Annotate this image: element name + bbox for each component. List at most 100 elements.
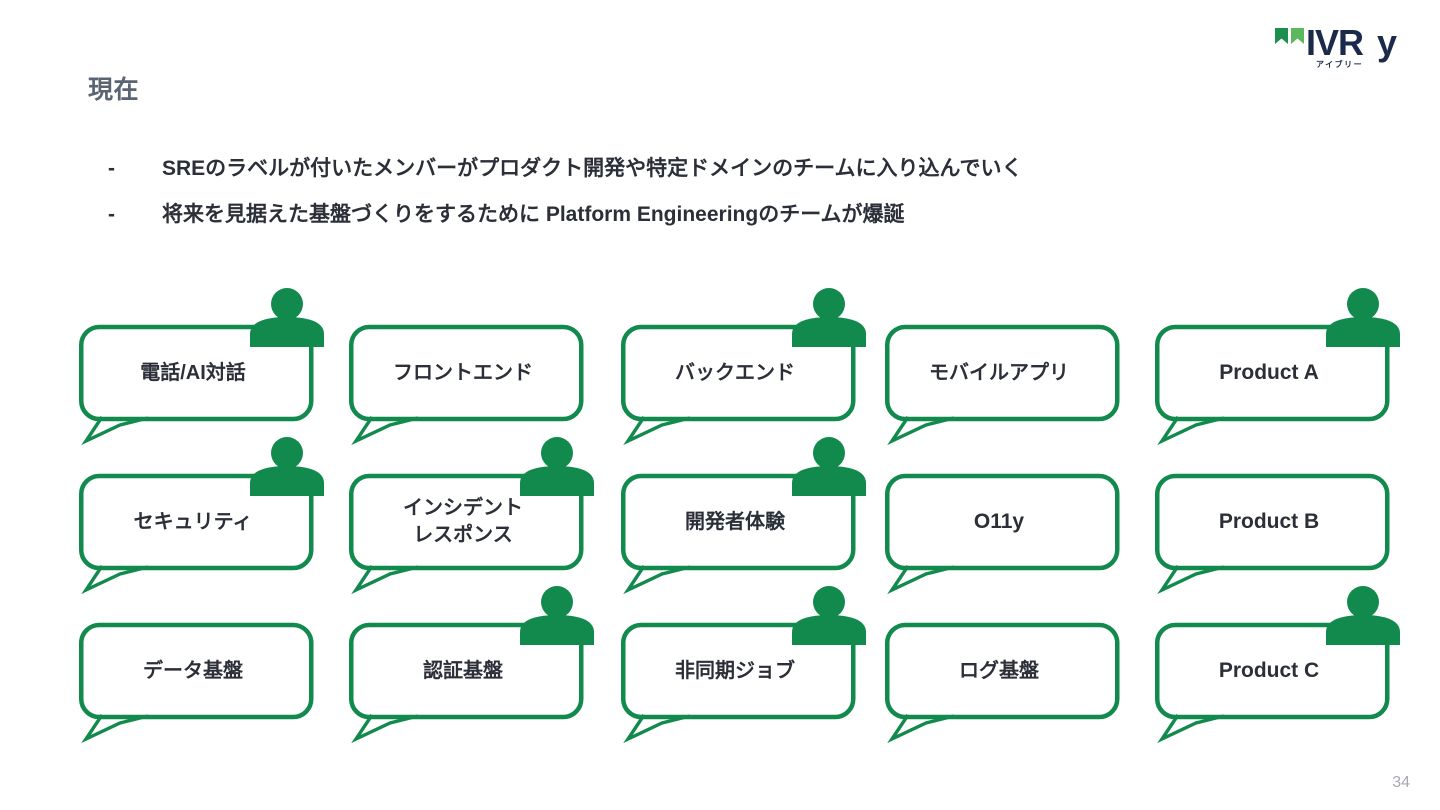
- bubble-tail: [351, 416, 419, 446]
- svg-text:y: y: [1377, 22, 1397, 63]
- avatar-shoulders: [792, 317, 866, 347]
- avatar-shoulders: [1326, 317, 1400, 347]
- team-bubble-card[interactable]: 電話/AI対話: [78, 287, 324, 446]
- bubble-body: [79, 324, 314, 422]
- ivry-logo: IVR y アイブリー: [1272, 22, 1412, 72]
- bubble-tail: [1157, 714, 1225, 744]
- bubble-tail: [887, 565, 955, 595]
- bullet-item: - 将来を見据えた基盤づくりをするために Platform Engineering…: [108, 200, 1368, 246]
- bubble-tail: [81, 565, 149, 595]
- avatar-shoulders: [792, 466, 866, 496]
- speech-bubble-outline: [621, 437, 866, 595]
- bubble-body: [79, 622, 314, 720]
- logo-subtext: アイブリー: [1316, 59, 1363, 69]
- person-avatar-icon: [520, 586, 594, 645]
- svg-text:IVR: IVR: [1306, 22, 1364, 63]
- person-avatar-icon: [1326, 586, 1400, 645]
- bubble-tail: [623, 565, 691, 595]
- team-bubble-card[interactable]: モバイルアプリ: [884, 287, 1124, 446]
- bullet-item-text: SREのラベルが付いたメンバーがプロダクト開発や特定ドメインのチームに入り込んで…: [162, 157, 1023, 180]
- bubble-tail: [81, 714, 149, 744]
- avatar-head: [271, 288, 303, 320]
- team-bubble-card[interactable]: ログ基盤: [884, 585, 1124, 744]
- bullet-dash-marker: -: [108, 203, 115, 226]
- avatar-head: [541, 437, 573, 469]
- avatar-head: [1347, 586, 1379, 618]
- team-bubble-card[interactable]: Product B: [1154, 436, 1394, 595]
- avatar-head: [541, 586, 573, 618]
- bubble-body: [1155, 622, 1390, 720]
- bubble-body: [349, 324, 584, 422]
- bubble-body: [79, 473, 314, 571]
- bubble-tail: [81, 416, 149, 446]
- avatar-head: [813, 437, 845, 469]
- avatar-shoulders: [1326, 615, 1400, 645]
- team-bubble-card[interactable]: 開発者体験: [620, 436, 866, 595]
- bubble-tail: [351, 714, 419, 744]
- person-avatar-icon: [792, 437, 866, 496]
- avatar-head: [271, 437, 303, 469]
- speech-bubble-outline: [349, 437, 594, 595]
- speech-bubble-outline: [349, 324, 584, 446]
- speech-bubble-outline: [621, 586, 866, 744]
- person-avatar-icon: [792, 288, 866, 347]
- bubble-body: [621, 473, 856, 571]
- bubble-tail: [623, 416, 691, 446]
- team-bubble-card[interactable]: バックエンド: [620, 287, 866, 446]
- person-avatar-icon: [250, 288, 324, 347]
- bubble-body: [621, 324, 856, 422]
- bubble-body: [621, 622, 856, 720]
- team-bubble-card[interactable]: Product A: [1154, 287, 1400, 446]
- bubble-tail: [1157, 416, 1225, 446]
- speech-bubble-outline: [621, 288, 866, 446]
- avatar-shoulders: [250, 466, 324, 496]
- person-avatar-icon: [792, 586, 866, 645]
- speech-bubble-outline: [1155, 288, 1400, 446]
- speech-bubble-outline: [79, 288, 324, 446]
- bubble-body: [1155, 324, 1390, 422]
- person-avatar-icon: [250, 437, 324, 496]
- speech-bubble-outline: [1155, 473, 1390, 595]
- bubble-tail: [1157, 565, 1225, 595]
- avatar-shoulders: [250, 317, 324, 347]
- team-bubble-card[interactable]: インシデント レスポンス: [348, 436, 594, 595]
- speech-bubble-outline: [885, 324, 1120, 446]
- team-bubble-card[interactable]: O11y: [884, 436, 1124, 595]
- bubble-body: [885, 622, 1120, 720]
- page-title: 現在: [88, 76, 140, 104]
- bullet-list: - SREのラベルが付いたメンバーがプロダクト開発や特定ドメインのチームに入り込ん…: [108, 154, 1368, 246]
- bubble-tail: [887, 416, 955, 446]
- speech-bubble-outline: [1155, 586, 1400, 744]
- team-bubble-card[interactable]: 認証基盤: [348, 585, 594, 744]
- bullet-item-text: 将来を見据えた基盤づくりをするために Platform Engineeringの…: [162, 203, 905, 226]
- team-bubble-card[interactable]: セキュリティ: [78, 436, 324, 595]
- team-bubble-card[interactable]: データ基盤: [78, 585, 318, 744]
- page-number: 34: [1392, 774, 1410, 791]
- speech-bubble-outline: [885, 622, 1120, 744]
- person-avatar-icon: [1326, 288, 1400, 347]
- bullet-dash-marker: -: [108, 157, 115, 180]
- team-bubble-card[interactable]: フロントエンド: [348, 287, 588, 446]
- ivry-flag-logo: [1275, 28, 1304, 44]
- bubble-body: [885, 324, 1120, 422]
- avatar-head: [813, 586, 845, 618]
- bubble-tail: [351, 565, 419, 595]
- speech-bubble-outline: [885, 473, 1120, 595]
- bubble-tail: [623, 714, 691, 744]
- avatar-shoulders: [792, 615, 866, 645]
- bubble-body: [885, 473, 1120, 571]
- team-bubble-card[interactable]: Product C: [1154, 585, 1400, 744]
- bullet-item: - SREのラベルが付いたメンバーがプロダクト開発や特定ドメインのチームに入り込ん…: [108, 154, 1368, 200]
- person-avatar-icon: [520, 437, 594, 496]
- speech-bubble-outline: [79, 622, 314, 744]
- bubble-body: [349, 622, 584, 720]
- speech-bubble-outline: [79, 437, 324, 595]
- avatar-head: [813, 288, 845, 320]
- avatar-shoulders: [520, 466, 594, 496]
- bubble-tail: [887, 714, 955, 744]
- team-bubble-card[interactable]: 非同期ジョブ: [620, 585, 866, 744]
